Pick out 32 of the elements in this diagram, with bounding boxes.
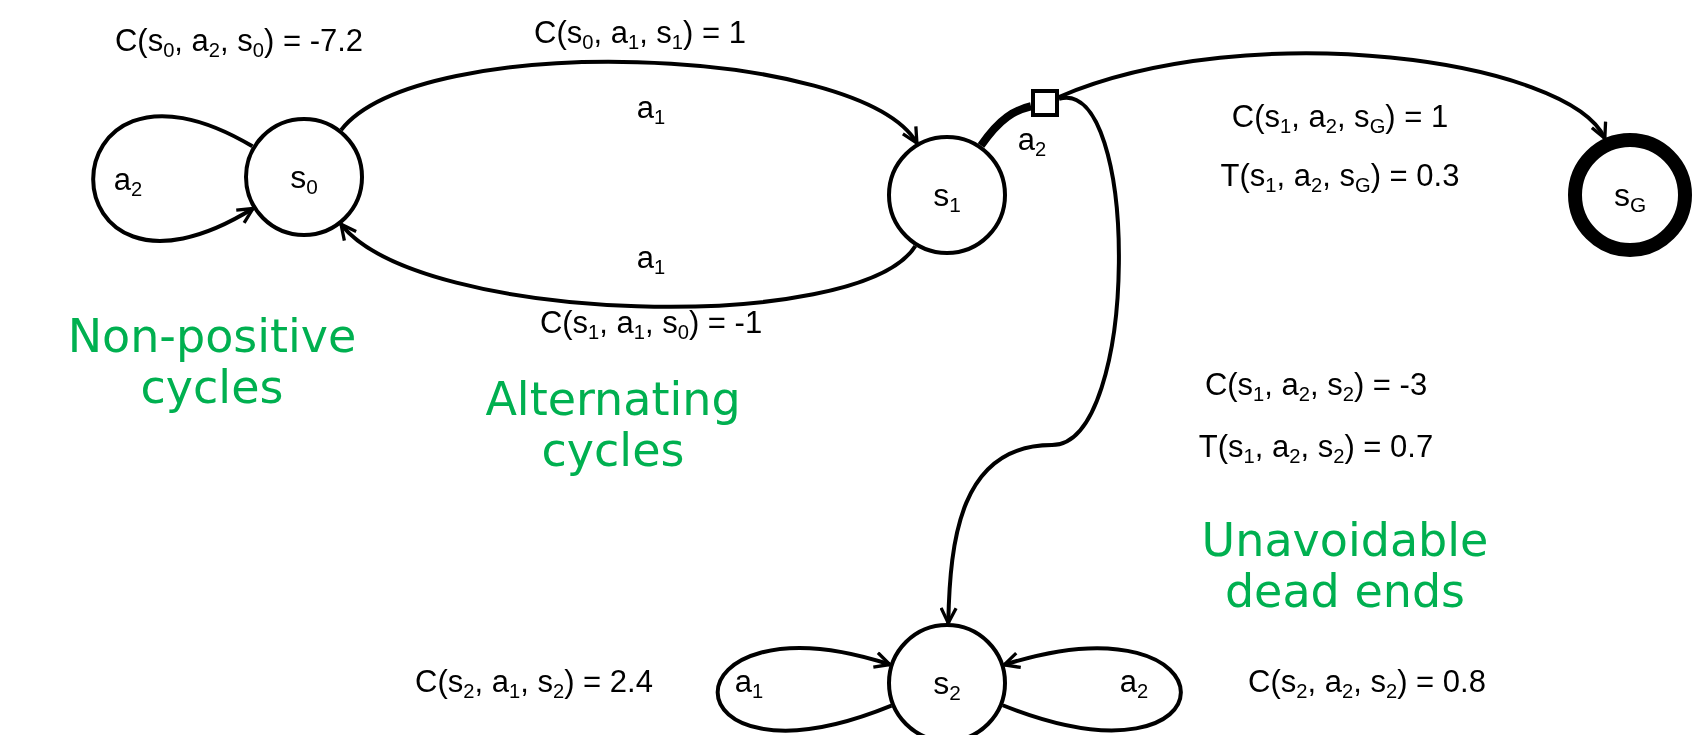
cost-label: C(s$_{1}$, a$_{2}$, s$_{G}$) = 1 (1231, 99, 1449, 135)
arrow (339, 222, 917, 309)
annotation-text: Alternating cycles (484, 374, 742, 476)
cost-label: C(s$_{2}$, a$_{2}$, s$_{2}$) = 0.8 (1248, 664, 1486, 700)
cost-label: C(s$_{0}$, a$_{2}$, s$_{0}$) = -7.2 (114, 23, 364, 59)
state-label: s$_{G}$ (1613, 176, 1647, 214)
arrow (1058, 51, 1607, 140)
self-loop-arrow (716, 646, 893, 733)
cost-label: C(s$_{1}$, a$_{2}$, s$_{2}$) = -3 (1204, 367, 1428, 403)
edge-label: a$_{1}$ (636, 240, 666, 276)
edge-label: a$_{2}$ (1119, 664, 1149, 700)
cost-label: T(s$_{1}$, a$_{2}$, s$_{2}$) = 0.7 (1198, 429, 1434, 465)
cost-label: C(s$_{1}$, a$_{1}$, s$_{0}$) = -1 (539, 305, 763, 341)
self-loop-arrow (91, 114, 255, 243)
arrow (339, 60, 919, 145)
state-circle (244, 117, 364, 237)
state-label: s$_{2}$ (933, 664, 961, 702)
edge-label: a$_{2}$ (113, 162, 143, 198)
edge-label: a$_{1}$ (636, 90, 666, 126)
connector-line (977, 102, 1032, 148)
annotation-text: Non-positive cycles (66, 311, 358, 413)
cost-label: T(s$_{1}$, a$_{2}$, s$_{G}$) = 0.3 (1220, 158, 1460, 194)
arrow (939, 96, 1121, 625)
cost-label: C(s$_{0}$, a$_{1}$, s$_{1}$) = 1 (534, 15, 746, 51)
self-loop-arrow (1002, 646, 1183, 732)
edge-label: a$_{1}$ (734, 664, 764, 700)
action-square (1031, 89, 1059, 117)
state-label: s$_{1}$ (933, 176, 961, 214)
edge-label: a$_{2}$ (1017, 122, 1047, 158)
cost-label: C(s$_{2}$, a$_{1}$, s$_{2}$) = 2.4 (415, 664, 653, 700)
annotation-text: Unavoidable dead ends (1200, 515, 1490, 617)
state-label: s$_{0}$ (290, 158, 318, 196)
